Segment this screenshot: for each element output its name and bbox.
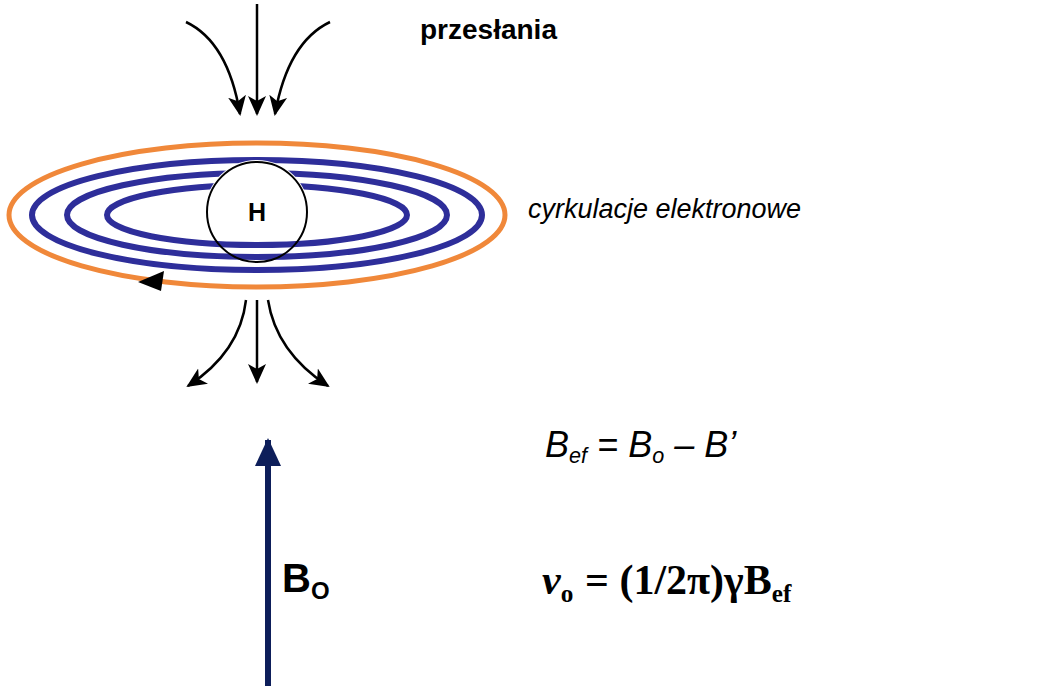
larmor-formula: νo = (1/2π)γBef [542, 556, 791, 604]
subscript: O [311, 577, 330, 604]
formula-part: B [545, 424, 569, 465]
field-b0-arrow [265, 440, 271, 686]
field-label: BO [282, 556, 330, 601]
subscript: o [561, 580, 574, 607]
field-lines-out [188, 300, 328, 386]
circulation-arrowhead [138, 271, 164, 291]
nucleus-circle: H [205, 160, 309, 264]
formula-part: ν [542, 557, 561, 603]
shielding-formula: Bef = Bo – B’ [545, 424, 736, 466]
subscript: ef [569, 443, 587, 468]
subscript: o [652, 443, 664, 468]
circulation-label: cyrkulacje elektronowe [528, 194, 801, 225]
formula-part: B [282, 556, 311, 600]
formula-part: – B’ [674, 424, 736, 465]
formula-part: = B [597, 424, 652, 465]
subscript: ef [772, 580, 792, 607]
title: przesłania [420, 14, 557, 46]
ring-front [9, 215, 505, 287]
node-label: H [248, 198, 266, 227]
formula-part: = (1/2π)γB [585, 557, 772, 603]
field-lines-in [186, 4, 330, 114]
circle-mask [205, 160, 309, 264]
formula-part: cyrkulacje elektronowe [528, 194, 801, 224]
